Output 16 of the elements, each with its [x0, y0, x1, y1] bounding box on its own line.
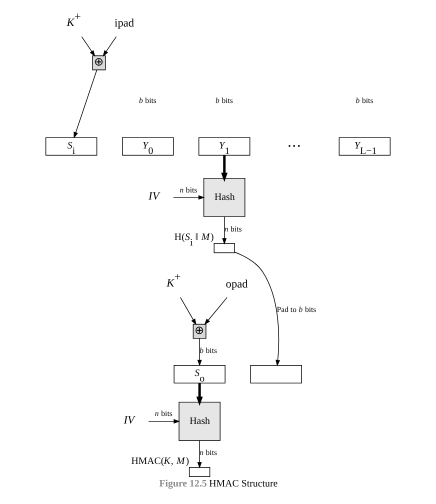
label: b bits	[139, 96, 156, 106]
caption: Figure 12.5 HMAC Structure	[159, 478, 278, 490]
node-text: IV	[124, 414, 134, 426]
edge-label: n bits	[200, 448, 218, 458]
label: b bits	[216, 96, 233, 106]
label: • • •	[288, 141, 300, 150]
node-text: ipad	[114, 18, 134, 30]
node-text: opad	[226, 278, 248, 290]
edge-label: n bits	[154, 409, 172, 418]
label: b bits	[356, 96, 374, 106]
edge-label: n bits	[180, 185, 198, 194]
edge-label: n bits	[224, 224, 242, 234]
node-label: HMAC(K, M)	[131, 456, 190, 467]
edge-label: b bits	[200, 346, 218, 356]
edge-label: Pad to b bits	[276, 305, 316, 314]
node-text: IV	[148, 190, 160, 202]
